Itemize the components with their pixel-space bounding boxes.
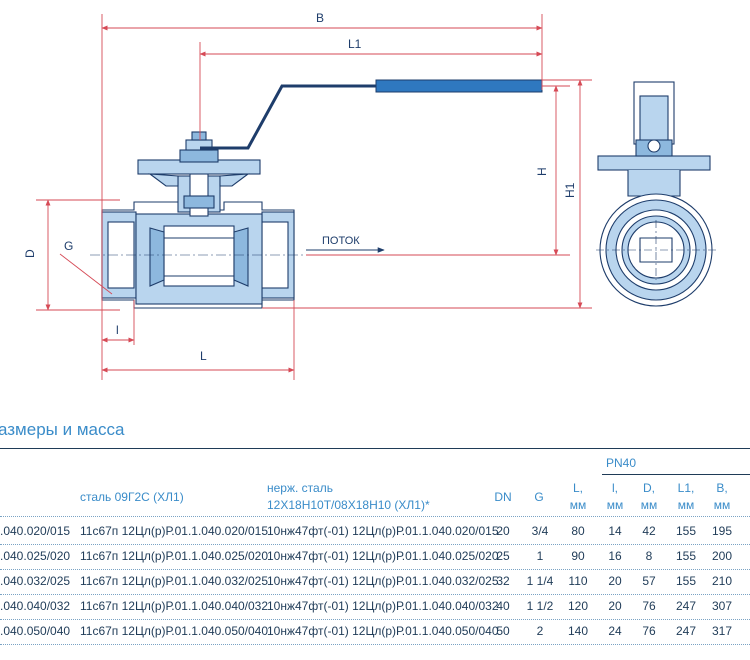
row-L1: 155: [675, 574, 697, 588]
row-L1: 247: [675, 599, 697, 613]
row-L1: 247: [675, 624, 697, 638]
header-D: D,: [643, 481, 655, 495]
header-l-unit: мм: [606, 498, 624, 512]
row-l: 16: [608, 549, 622, 563]
dimension-lines: [36, 14, 592, 380]
row-stainless: 10нж47фт(-01) 12Цл(р)Р.01.1.040.050/040: [267, 624, 499, 638]
row-stainless: 10нж47фт(-01) 12Цл(р)Р.01.1.040.032/025: [267, 574, 499, 588]
row-B: 200: [711, 549, 733, 563]
dim-label-l: L: [200, 349, 207, 363]
row-L: 120: [567, 599, 589, 613]
row-l: 24: [608, 624, 622, 638]
dim-label-b: B: [316, 11, 324, 25]
valve-drawing: ПОТОК B L1 L l G: [23, 11, 716, 380]
table-row-rule: [0, 569, 750, 570]
row-B: 195: [711, 524, 733, 538]
row-L: 110: [568, 574, 588, 588]
row-l: 20: [608, 574, 622, 588]
dim-label-d: D: [23, 249, 37, 258]
row-code: .040.025/020: [0, 549, 71, 563]
row-steel: 11с67п 12Цл(р)Р.01.1.040.020/015: [80, 524, 269, 538]
header-pn-underline: [602, 474, 750, 475]
row-steel: 11с67п 12Цл(р)Р.01.1.040.025/020: [80, 549, 269, 563]
row-stainless: 10нж47фт(-01) 12Цл(р)Р.01.1.040.025/020: [267, 549, 499, 563]
header-stainless-line1: нерж. сталь: [267, 481, 333, 495]
flow-label: ПОТОК: [322, 235, 360, 247]
header-L1: L1,: [677, 481, 695, 495]
flow-arrow: ПОТОК: [306, 235, 385, 253]
table-row-rule: [0, 594, 750, 595]
row-code: .040.040/032: [0, 599, 71, 613]
row-stainless: 10нж47фт(-01) 12Цл(р)Р.01.1.040.040/032: [267, 599, 499, 613]
row-dn: 25: [496, 549, 510, 563]
row-D: 42: [642, 524, 656, 538]
row-l: 14: [608, 524, 622, 538]
row-dn: 40: [496, 599, 510, 613]
row-stainless: 10нж47фт(-01) 12Цл(р)Р.01.1.040.020/015: [267, 524, 499, 538]
row-D: 76: [642, 624, 656, 638]
row-B: 307: [711, 599, 733, 613]
dim-label-l1: L1: [348, 37, 362, 51]
row-dn: 32: [496, 574, 510, 588]
header-L1-unit: мм: [677, 498, 695, 512]
header-g: G: [534, 490, 544, 504]
row-D: 8: [645, 549, 653, 563]
valve-end-view: [596, 81, 716, 307]
header-B: B,: [716, 481, 728, 495]
valve-body-side-view: [101, 131, 295, 309]
header-pn40: PN40: [606, 456, 637, 470]
table-top-rule: [0, 448, 750, 449]
header-stainless-line2: 12Х18Н10Т/08Х18Н10 (ХЛ1)*: [267, 498, 430, 512]
row-code: .040.032/025: [0, 574, 71, 588]
row-L1: 155: [675, 549, 697, 563]
row-g: 2: [536, 624, 544, 638]
table-row-rule: [0, 619, 750, 620]
dim-label-small-l: l: [116, 323, 119, 337]
row-code: .040.020/015: [0, 524, 71, 538]
row-dn: 50: [496, 624, 510, 638]
dim-label-h1: H1: [563, 182, 577, 198]
row-g: 1: [536, 549, 544, 563]
header-B-unit: мм: [713, 498, 731, 512]
row-B: 317: [711, 624, 733, 638]
row-g: 1 1/4: [526, 574, 554, 588]
row-l: 20: [608, 599, 622, 613]
row-L: 80: [571, 524, 585, 538]
row-steel: 11с67п 12Цл(р)Р.01.1.040.032/025: [80, 574, 269, 588]
row-D: 76: [642, 599, 656, 613]
row-steel: 11с67п 12Цл(р)Р.01.1.040.040/032: [80, 599, 269, 613]
row-L: 140: [567, 624, 589, 638]
row-L1: 155: [675, 524, 697, 538]
table-row-rule: [0, 644, 750, 645]
header-L: L,: [572, 481, 583, 495]
row-D: 57: [642, 574, 656, 588]
row-dn: 20: [496, 524, 510, 538]
row-B: 210: [711, 574, 733, 588]
table-row-rule: [0, 544, 750, 545]
header-D-unit: мм: [640, 498, 658, 512]
valve-handle: [200, 79, 543, 150]
section-title: азмеры и масса: [0, 420, 125, 439]
table-row-rule: [0, 516, 750, 517]
header-steel: сталь 09Г2С (ХЛ1): [80, 490, 184, 504]
dim-label-h: H: [535, 167, 549, 176]
row-g: 3/4: [531, 524, 549, 538]
row-code: .040.050/040: [0, 624, 71, 638]
row-steel: 11с67п 12Цл(р)Р.01.1.040.050/040: [80, 624, 269, 638]
dim-label-g: G: [64, 239, 73, 253]
header-l: l,: [612, 481, 618, 495]
header-L-unit: мм: [569, 498, 587, 512]
row-L: 90: [571, 549, 585, 563]
row-g: 1 1/2: [526, 599, 554, 613]
header-dn: DN: [494, 490, 512, 504]
